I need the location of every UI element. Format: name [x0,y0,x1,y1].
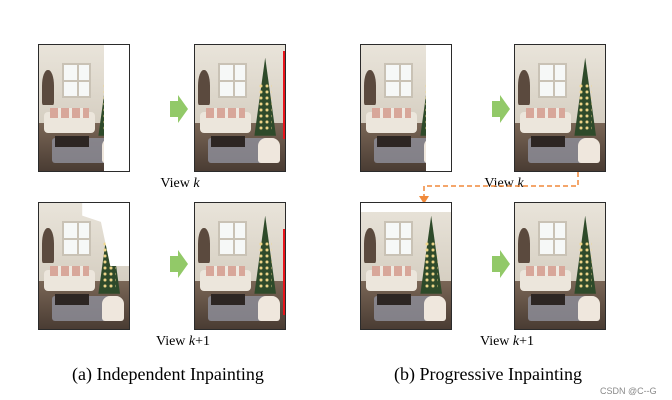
mask-region [425,45,451,171]
panel-b-viewk1-output [514,202,606,330]
panel-a-viewk1-output [194,202,286,330]
watermark: CSDN @C--G [600,386,657,396]
caption-b-viewk1: View k+1 [479,334,535,349]
subfigure-title-b: (b) Progressive Inpainting [394,364,582,384]
subfigure-title-a: (a) Independent Inpainting [72,364,264,384]
caption-a-viewk1: View k+1 [155,334,211,349]
green-arrow-icon [492,250,510,278]
green-arrow-icon [492,95,510,123]
panel-a-viewk-input [38,44,130,172]
panel-b-viewk-input [360,44,452,172]
dashed-arrow-icon [419,172,579,204]
caption-a-viewk: View k [160,176,200,191]
panel-a-viewk1-input [38,202,130,330]
green-arrow-icon [170,95,188,123]
panel-b-viewk-output [514,44,606,172]
mask-region [103,45,129,171]
panel-b-viewk1-input [360,202,452,330]
green-arrow-icon [170,250,188,278]
panel-a-viewk-output [194,44,286,172]
red-highlight-box [283,51,285,139]
red-highlight-box [283,229,285,315]
mask-region [361,203,451,212]
caption-b-viewk: View k [484,176,524,191]
